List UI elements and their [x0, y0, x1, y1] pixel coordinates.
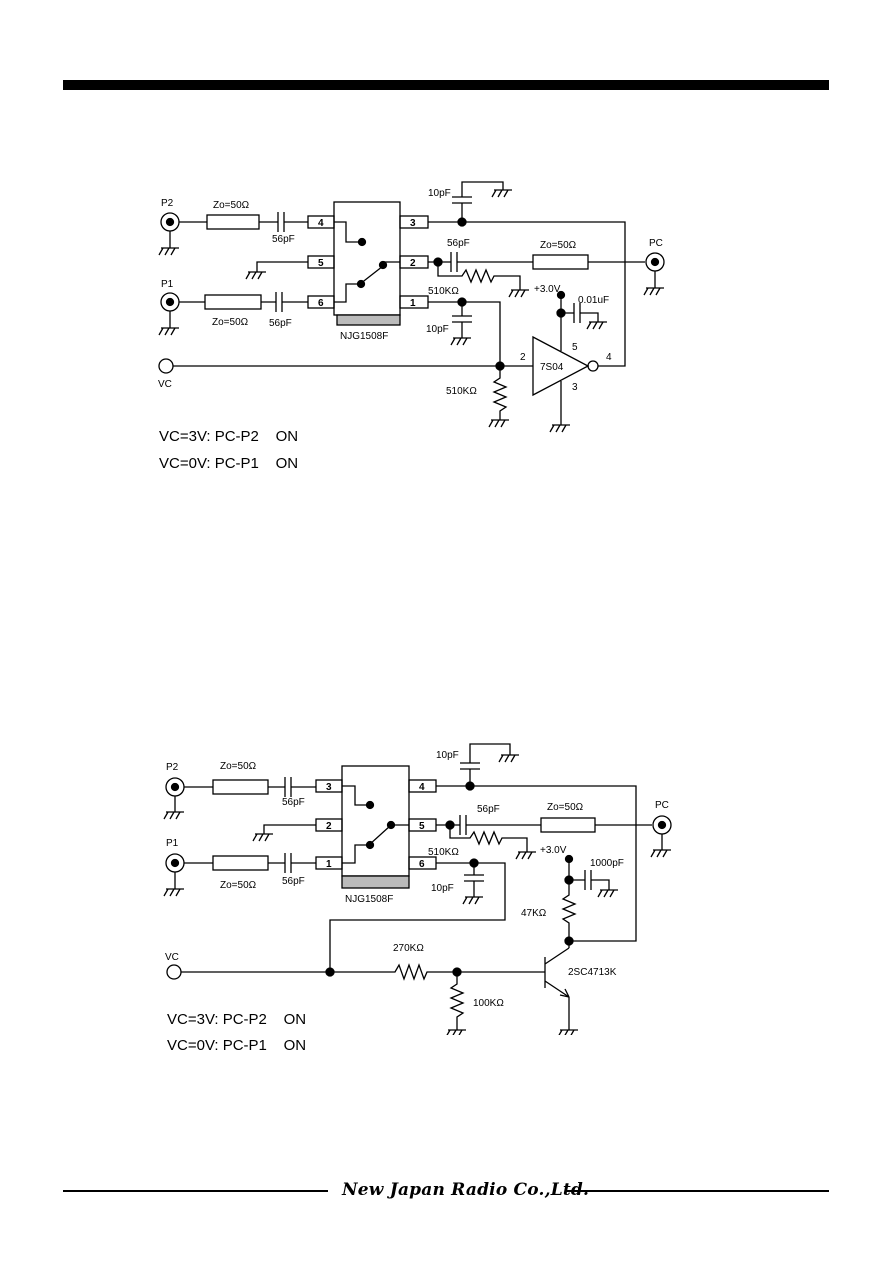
p1-label: P1: [166, 838, 179, 849]
zo-pc-label: Zo=50Ω: [540, 240, 577, 251]
ic2-pin-1: 1: [326, 859, 332, 870]
zo-top-label: Zo=50Ω: [213, 200, 250, 211]
ic2-pin-3: 3: [326, 782, 332, 793]
ic1-name: NJG1508F: [340, 331, 388, 342]
pc-label: PC: [649, 238, 663, 249]
ic2-pin-5: 5: [419, 821, 425, 832]
cap-top-label: 10pF: [436, 750, 459, 761]
ic2-name: NJG1508F: [345, 894, 393, 905]
res-base-label: 270KΩ: [393, 943, 424, 954]
ic1-pin-2: 2: [410, 258, 416, 269]
p2-label: P2: [166, 762, 179, 773]
cap-supply-label: 1000pF: [590, 858, 624, 869]
res-pc-label: 510KΩ: [428, 847, 459, 858]
ic1-pin-6: 6: [318, 298, 324, 309]
cap-bias-label: 10pF: [426, 324, 449, 335]
p1-label: P1: [161, 279, 174, 290]
zo-pc-line: [540, 817, 596, 833]
ic1-pin-1: 1: [410, 298, 416, 309]
cap-bias-label: 10pF: [431, 883, 454, 894]
ic2-pin-6: 6: [419, 859, 425, 870]
company-logo: New Japan Radio Co.,Ltd.: [342, 1180, 590, 1200]
res-bias-label: 100KΩ: [473, 998, 504, 1009]
pc-label: PC: [655, 800, 669, 811]
zo-pc-label: Zo=50Ω: [547, 802, 584, 813]
application-circuit-1: P2 P1 Zo=50Ω 56pF Zo=50Ω 56pF NJG1508F 4…: [158, 181, 665, 433]
circuit2-note-vc0: VC=0V: PC-P1 ON: [167, 1037, 307, 1054]
res-pc-label: 510KΩ: [428, 286, 459, 297]
footer-line-left: [63, 1190, 328, 1192]
vc-connector: [166, 964, 182, 980]
zo-bot-line: [204, 294, 262, 310]
transistor-2sc4713k: [544, 947, 570, 998]
p2-label: P2: [161, 198, 174, 209]
circuit1-note-vc0: VC=0V: PC-P1 ON: [159, 455, 299, 472]
ic1-pin-3: 3: [410, 218, 416, 229]
circuit1-note-vc3: VC=3V: PC-P2 ON: [159, 428, 299, 445]
circuit2-note-vc3: VC=3V: PC-P2 ON: [167, 1011, 307, 1028]
inverter-7s04: [532, 335, 590, 397]
ic2-pin-4: 4: [419, 782, 425, 793]
ic1-pin-4: 4: [318, 218, 324, 229]
vc-connector: [158, 358, 174, 374]
zo-top-line: [206, 214, 260, 230]
njg1508f-ic: [341, 765, 410, 877]
inv-pin-3: 3: [572, 382, 578, 393]
cap-pc-label: 56pF: [477, 804, 500, 815]
supply-label: +3.0V: [534, 284, 561, 295]
footer-line-right: [565, 1190, 829, 1192]
transistor-label: 2SC4713K: [568, 967, 617, 978]
application-circuit-2: P2 P1 Zo=50Ω 56pF Zo=50Ω 56pF NJG1508F 3…: [163, 743, 672, 1035]
ic2-pin-2: 2: [326, 821, 332, 832]
zo-bot-line: [212, 855, 269, 871]
zo-bot-label: Zo=50Ω: [212, 317, 249, 328]
zo-bot-label: Zo=50Ω: [220, 880, 257, 891]
cap-p2-label: 56pF: [272, 234, 295, 245]
cap-pc-label: 56pF: [447, 238, 470, 249]
res-collector-label: 47KΩ: [521, 908, 547, 919]
vc-label: VC: [165, 952, 179, 963]
zo-pc-line: [532, 254, 589, 270]
inv-pin-2: 2: [520, 352, 526, 363]
inv-pin-5: 5: [572, 342, 578, 353]
cap-supply-label: 0.01uF: [578, 295, 609, 306]
vc-label: VC: [158, 379, 172, 390]
inverter-label: 7S04: [540, 362, 564, 373]
cap-p2-label: 56pF: [282, 797, 305, 808]
ic1-pin-5: 5: [318, 258, 324, 269]
zo-top-line: [212, 779, 269, 795]
cap-p1-label: 56pF: [269, 318, 292, 329]
supply-label: +3.0V: [540, 845, 567, 856]
inv-pin-4: 4: [606, 352, 612, 363]
cap-top-label: 10pF: [428, 188, 451, 199]
njg1508f-ic: [333, 201, 401, 316]
zo-top-label: Zo=50Ω: [220, 761, 257, 772]
cap-p1-label: 56pF: [282, 876, 305, 887]
res-vc-label: 510KΩ: [446, 386, 477, 397]
header-bar: [63, 80, 829, 90]
